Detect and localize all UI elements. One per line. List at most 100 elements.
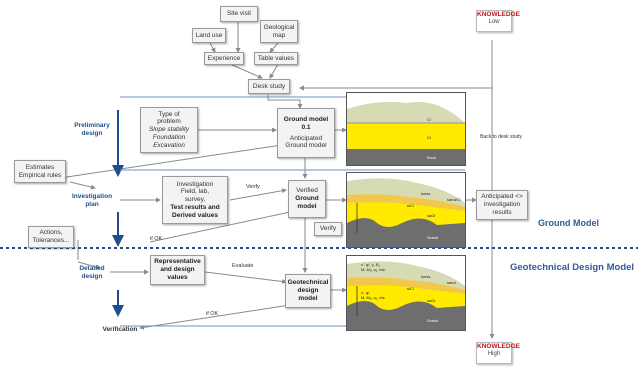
ground-model-01-box: Ground model 0.1 Anticipated Ground mode…	[277, 108, 335, 158]
knowledge-low-level: Low	[488, 19, 500, 26]
experience-box: Experience	[204, 52, 244, 65]
panel3-params4: M, Mᵤ, cᵤ, etc	[361, 295, 385, 300]
panel3-layer-e: Granit	[427, 318, 438, 323]
site-visit-label: Site visit	[226, 10, 252, 18]
investigation-line3: survey,	[184, 196, 206, 204]
ground-model-01-sub1: Anticipated	[289, 134, 323, 142]
estimates-line2: Empirical rules	[18, 171, 62, 179]
geological-map-box: Geological map	[260, 20, 298, 43]
cross-section-panel-3: c', φ', γ, Eᵤ M, Mᵤ, cᵤ, etc. c', φ' M, …	[346, 255, 466, 331]
panel3-layer-d: saGr	[427, 298, 436, 303]
panel3-layer-b: sand	[447, 280, 456, 285]
phase-preliminary-line2: design	[81, 130, 103, 138]
problem-line3: Slope stability	[148, 126, 190, 134]
verified-line3: model	[297, 202, 317, 210]
knowledge-high-level: High	[487, 351, 501, 358]
phase-investigation-line2: plan	[85, 201, 99, 209]
phase-detailed-line2: design	[81, 273, 103, 281]
geotech-line1: Geotechnical	[287, 279, 329, 287]
land-use-label: Land use	[195, 31, 223, 39]
panel2-layer-a: loess	[421, 191, 431, 196]
verify-box-label: Verify	[319, 225, 337, 233]
investigation-line2: Field, lab,	[180, 188, 210, 196]
panel1-layer-b: Cl	[427, 135, 431, 140]
verified-line1: Verified	[296, 187, 318, 195]
anticipated-line2: investigation	[483, 201, 521, 209]
geotech-line2: design	[297, 287, 319, 295]
panel2-layer-c: siCl	[407, 203, 414, 208]
anticipated-line3: results	[492, 208, 512, 216]
problem-line1: Type of	[158, 110, 180, 118]
panel2-layer-d: saGr	[427, 213, 436, 218]
geotechnical-design-model-heading: Geotechnical Design Model	[510, 262, 635, 273]
problem-line2: problem	[157, 118, 181, 126]
knowledge-high-title: KNOWLEDGE	[477, 343, 520, 350]
investigation-box: Investigation Field, lab, survey, Test r…	[162, 176, 228, 224]
representative-line2: and design	[160, 266, 195, 274]
panel1-layer-a: Cl	[427, 117, 431, 122]
phase-investigation-line1: Investigation	[71, 193, 113, 200]
ground-model-01-title2: 0.1	[301, 123, 311, 131]
panel1-layer-c: Rock	[427, 155, 437, 160]
panel3-layer-a: loess	[421, 274, 431, 279]
knowledge-low-box: KNOWLEDGE Low	[476, 10, 520, 32]
investigation-line5: Derived values	[172, 211, 218, 219]
ground-model-01-sub2: Ground model	[285, 142, 327, 150]
if-ok-label-1: if OK	[150, 236, 163, 242]
evaluate-arrow-label: Evaluate	[232, 263, 254, 269]
actions-line2: Tolerances...	[32, 237, 70, 244]
investigation-line4: Test results and	[170, 203, 220, 211]
panel3-layer-c: siCl	[407, 286, 414, 291]
cross-section-panel-1: Cl Cl Rock	[346, 92, 466, 166]
verified-line2: Ground	[295, 195, 319, 203]
panel3-params3: c', φ'	[361, 290, 370, 295]
panel3-params1: c', φ', γ, Eᵤ	[361, 262, 380, 267]
geotechnical-design-model-box: Geotechnical design model	[285, 274, 331, 308]
panel2-layer-b: sand/Cl	[447, 197, 461, 202]
representative-line3: values	[167, 273, 188, 281]
table-values-box: Table values	[254, 52, 298, 65]
experience-label: Experience	[207, 54, 241, 62]
ground-model-heading: Ground Model	[538, 218, 599, 228]
actions-box: Actions, Tolerances...	[28, 226, 74, 248]
investigation-line1: Investigation	[176, 180, 214, 188]
estimates-box: Estimates Empirical rules	[14, 160, 66, 183]
site-visit-box: Site visit	[220, 6, 258, 22]
cross-section-3-drawing	[347, 261, 465, 330]
verify-arrow-label: Verify	[246, 184, 260, 190]
phase-preliminary-design: Preliminary design	[66, 122, 118, 138]
anticipated-line1: Anticipated <>	[481, 193, 523, 201]
desk-study-box: Desk study	[248, 79, 290, 94]
ground-model-01-title1: Ground model	[283, 115, 329, 123]
geological-map-line2: map	[272, 31, 286, 39]
if-ok-label-2: if OK	[206, 311, 219, 317]
problem-line4: Foundation	[152, 133, 186, 141]
representative-values-box: Representative and design values	[150, 255, 205, 285]
anticipated-results-box: Anticipated <> investigation results	[476, 190, 528, 220]
estimates-line1: Estimates	[25, 163, 55, 171]
actions-line1: Actions,	[39, 229, 63, 237]
table-values-label: Table values	[257, 54, 295, 62]
representative-line1: Representative	[154, 258, 201, 266]
phase-preliminary-line1: Preliminary	[74, 122, 110, 129]
knowledge-high-box: KNOWLEDGE High	[476, 342, 520, 364]
panel2-layer-e: Granit	[427, 235, 438, 240]
desk-study-label: Desk study	[252, 82, 286, 90]
panel3-params2: M, Mᵤ, cᵤ, etc.	[361, 267, 386, 272]
type-of-problem-box: Type of problem Slope stability Foundati…	[140, 107, 198, 153]
phase-verification-label: Verification	[102, 326, 138, 333]
geotech-line3: model	[298, 294, 318, 302]
back-to-desk-study-label: Back to desk study	[480, 134, 522, 140]
cross-section-2-drawing	[347, 178, 465, 247]
phase-investigation-plan: Investigation plan	[66, 193, 118, 209]
geological-map-line1: Geological	[263, 23, 295, 31]
problem-line5: Excavation	[153, 141, 185, 149]
phase-detailed-design: Detailed design	[66, 265, 118, 281]
cross-section-panel-2: loess sand/Cl siCl saGr Granit	[346, 172, 466, 248]
land-use-box: Land use	[192, 28, 226, 43]
knowledge-low-title: KNOWLEDGE	[477, 11, 520, 18]
cross-section-1-drawing	[347, 101, 465, 165]
phase-detailed-line1: Detailed	[79, 265, 105, 272]
verified-ground-model-box: Verified Ground model	[288, 180, 326, 218]
phase-verification: Verification	[98, 326, 142, 334]
